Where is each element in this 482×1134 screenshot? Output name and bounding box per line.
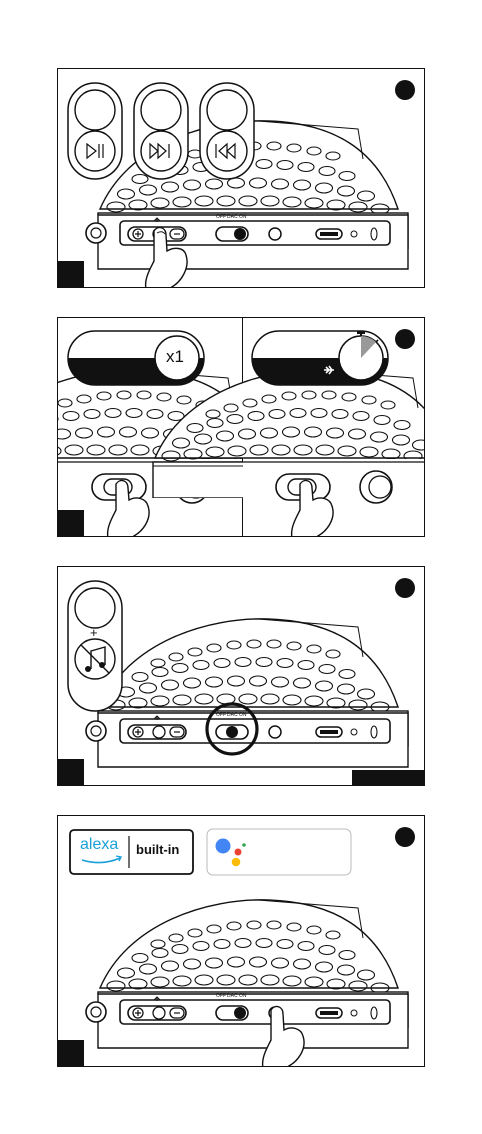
panel-1-playback-controls: OFF DAC ON	[57, 68, 425, 288]
panel-2-airplane-mode: x1	[57, 317, 425, 537]
switch-off-label: OFF	[216, 712, 226, 718]
step-number-box	[58, 759, 84, 785]
plus-sign: +	[90, 625, 98, 640]
step-dot	[395, 827, 415, 847]
skip-back-icon	[200, 83, 254, 179]
step-dot	[395, 578, 415, 598]
skip-forward-icon	[134, 83, 188, 179]
switch-on-label: ON	[239, 712, 247, 718]
switch-off-label: OFF	[216, 214, 226, 220]
step-number-box	[58, 510, 84, 536]
switch-on-label: ON	[239, 993, 247, 999]
step-dot	[395, 329, 415, 349]
no-music-icon	[68, 581, 122, 711]
panel-2-illustration	[58, 318, 425, 537]
panel-1-illustration	[58, 69, 425, 288]
switch-on-label: ON	[239, 214, 247, 220]
footer-strip	[352, 770, 424, 785]
step-number-box	[58, 1040, 84, 1066]
panel-3-illustration	[58, 567, 425, 786]
step-dot	[395, 80, 415, 100]
switch-dac-label: DAC	[227, 993, 238, 999]
alexa-built-in-label: built-in	[136, 842, 179, 857]
switch-dac-label: DAC	[227, 214, 238, 220]
play-pause-icon	[68, 83, 122, 179]
press-count-label: x1	[166, 347, 184, 367]
switch-off-label: OFF	[216, 993, 226, 999]
step-number-box	[58, 261, 84, 287]
panel-3-dac-switch: + OFF DAC ON	[57, 566, 425, 786]
switch-dac-label: DAC	[227, 712, 238, 718]
alexa-wordmark: alexa	[80, 836, 118, 854]
panel-4-voice-assistant: alexa built-in OFF DAC ON	[57, 815, 425, 1067]
